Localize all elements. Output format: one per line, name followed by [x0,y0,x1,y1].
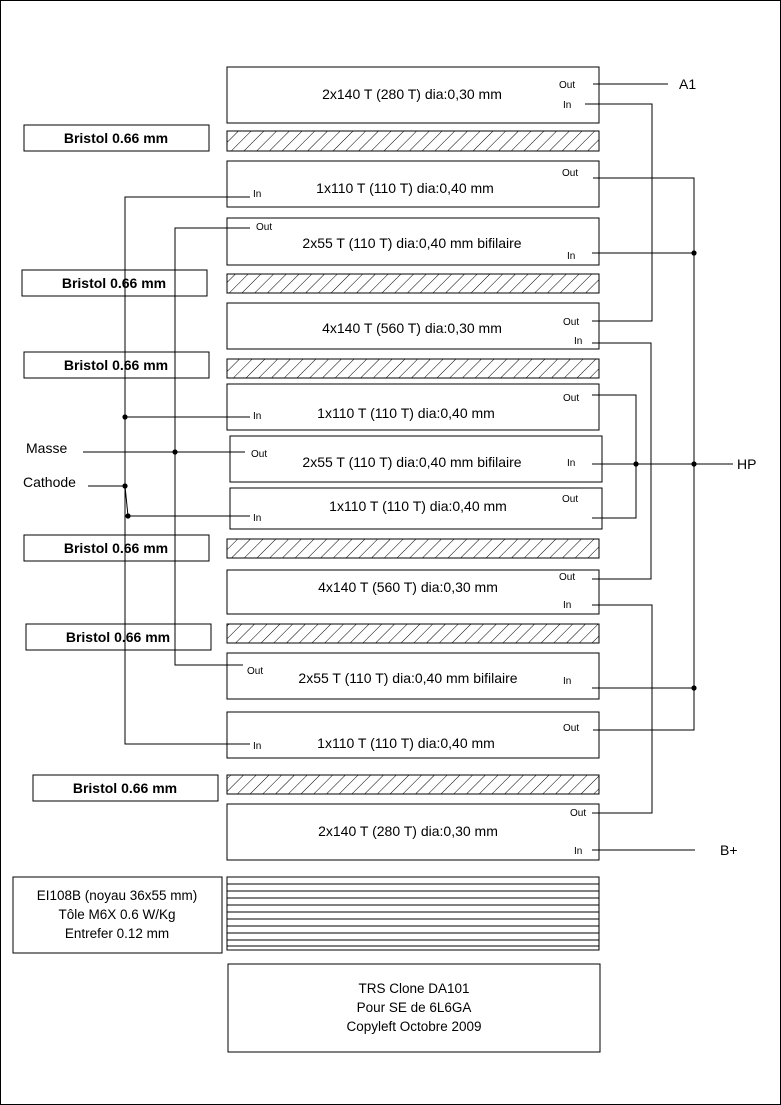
bristol-label-4: Bristol 0.66 mm [23,534,210,562]
winding-label: 2x140 T (280 T) dia:0,30 mm [318,823,498,839]
winding-3: 2x55 T (110 T) dia:0,40 mm bifilaire Out… [226,217,600,266]
wire-cathode [88,485,129,517]
winding-out-label: Out [563,723,579,734]
winding-9: 2x55 T (110 T) dia:0,40 mm bifilaire Out… [226,652,600,700]
junction-dot [122,483,128,489]
terminal-masse: Masse [26,440,67,456]
winding-11: 2x140 T (280 T) dia:0,30 mm Out In [226,803,600,861]
title-block: TRS Clone DA101 Pour SE de 6L6GA Copylef… [227,963,601,1053]
core-info-line: Tôle M6X 0.6 W/Kg [58,907,175,922]
wiring [83,83,733,851]
junction-dot [172,449,178,455]
svg-text:Bristol 0.66 mm: Bristol 0.66 mm [73,780,177,796]
terminal-a1: A1 [679,76,696,92]
junction-dot [691,250,697,256]
insulation-strip [226,538,600,559]
winding-in-label: In [253,741,261,752]
winding-in-label: In [563,100,571,111]
insulation-strip [226,623,600,644]
svg-text:Bristol 0.66 mm: Bristol 0.66 mm [64,130,168,146]
winding-6: 2x55 T (110 T) dia:0,40 mm bifilaire Out… [229,435,603,483]
winding-in-label: In [563,676,571,687]
core-info: EI108B (noyau 36x55 mm) Tôle M6X 0.6 W/K… [12,876,223,954]
winding-in-label: In [253,513,261,524]
core-laminations [226,876,600,951]
wire-hp-bus [593,177,695,731]
svg-text:Bristol 0.66 mm: Bristol 0.66 mm [64,357,168,373]
winding-label: 1x110 T (110 T) dia:0,40 mm [316,180,494,196]
junction-dot [691,461,697,467]
winding-in-label: In [563,600,571,611]
bristol-label-6: Bristol 0.66 mm [32,774,219,802]
winding-label: 1x110 T (110 T) dia:0,40 mm [317,405,495,421]
core-info-line: EI108B (noyau 36x55 mm) [37,888,198,903]
winding-in-label: In [567,458,575,469]
winding-out-label: Out [570,808,586,819]
winding-out-label: Out [256,222,272,233]
terminal-cathode: Cathode [23,474,76,490]
title-line: Copyleft Octobre 2009 [346,1019,481,1034]
svg-text:Bristol 0.66 mm: Bristol 0.66 mm [66,629,170,645]
insulation-strip [226,273,600,294]
winding-out-label: Out [562,494,578,505]
winding-label: 1x110 T (110 T) dia:0,40 mm [317,735,495,751]
winding-out-label: Out [247,666,263,677]
svg-text:Bristol 0.66 mm: Bristol 0.66 mm [64,540,168,556]
winding-out-label: Out [251,449,267,460]
winding-1: 2x140 T (280 T) dia:0,30 mm Out In [226,66,600,124]
core-info-line: Entrefer 0.12 mm [65,926,169,941]
bristol-label-5: Bristol 0.66 mm [25,623,212,651]
winding-5: 1x110 T (110 T) dia:0,40 mm Out In [226,383,600,431]
winding-out-label: Out [563,393,579,404]
winding-4: 4x140 T (560 T) dia:0,30 mm Out In [226,302,600,350]
wire-w5-w7-out [592,394,637,519]
winding-label: 4x140 T (560 T) dia:0,30 mm [318,579,498,595]
winding-in-label: In [567,251,575,262]
winding-label: 2x55 T (110 T) dia:0,40 mm bifilaire [302,235,521,251]
winding-in-label: In [574,336,582,347]
insulation-strip [226,774,600,795]
terminal-hp: HP [737,456,756,472]
winding-label: 2x140 T (280 T) dia:0,30 mm [322,86,502,102]
junction-dot [122,414,128,420]
winding-out-label: Out [563,317,579,328]
winding-10: 1x110 T (110 T) dia:0,40 mm Out In [226,711,600,759]
junction-dot [691,685,697,691]
svg-text:Bristol 0.66 mm: Bristol 0.66 mm [62,275,166,291]
junction-dot [125,513,131,519]
winding-label: 2x55 T (110 T) dia:0,40 mm bifilaire [298,670,517,686]
winding-out-label: Out [559,572,575,583]
winding-7: 1x110 T (110 T) dia:0,40 mm Out In [229,487,603,530]
winding-in-label: In [253,411,261,422]
winding-label: 1x110 T (110 T) dia:0,40 mm [329,498,507,514]
wire-w4-w8 [592,342,652,580]
winding-label: 4x140 T (560 T) dia:0,30 mm [322,320,502,336]
winding-label: 2x55 T (110 T) dia:0,40 mm bifilaire [302,454,521,470]
title-line: TRS Clone DA101 [358,981,469,996]
wire-w8-w11 [592,604,653,814]
bristol-label-1: Bristol 0.66 mm [23,124,210,152]
bristol-label-2: Bristol 0.66 mm [21,269,208,297]
junction-dot [633,461,639,467]
winding-8: 4x140 T (560 T) dia:0,30 mm Out In [226,569,600,615]
winding-2: 1x110 T (110 T) dia:0,40 mm Out In [226,160,600,208]
winding-out-label: Out [562,168,578,179]
terminal-bplus: B+ [720,842,738,858]
wire-masse-bus [174,227,250,666]
winding-in-label: In [253,189,261,200]
insulation-strip [226,130,600,152]
bristol-label-3: Bristol 0.66 mm [23,351,210,379]
winding-out-label: Out [559,80,575,91]
wire-w1-w4 [585,103,653,322]
title-line: Pour SE de 6L6GA [357,1000,472,1015]
insulation-strip [226,358,600,379]
wire-cathode-bus [124,196,250,745]
winding-in-label: In [574,846,582,857]
